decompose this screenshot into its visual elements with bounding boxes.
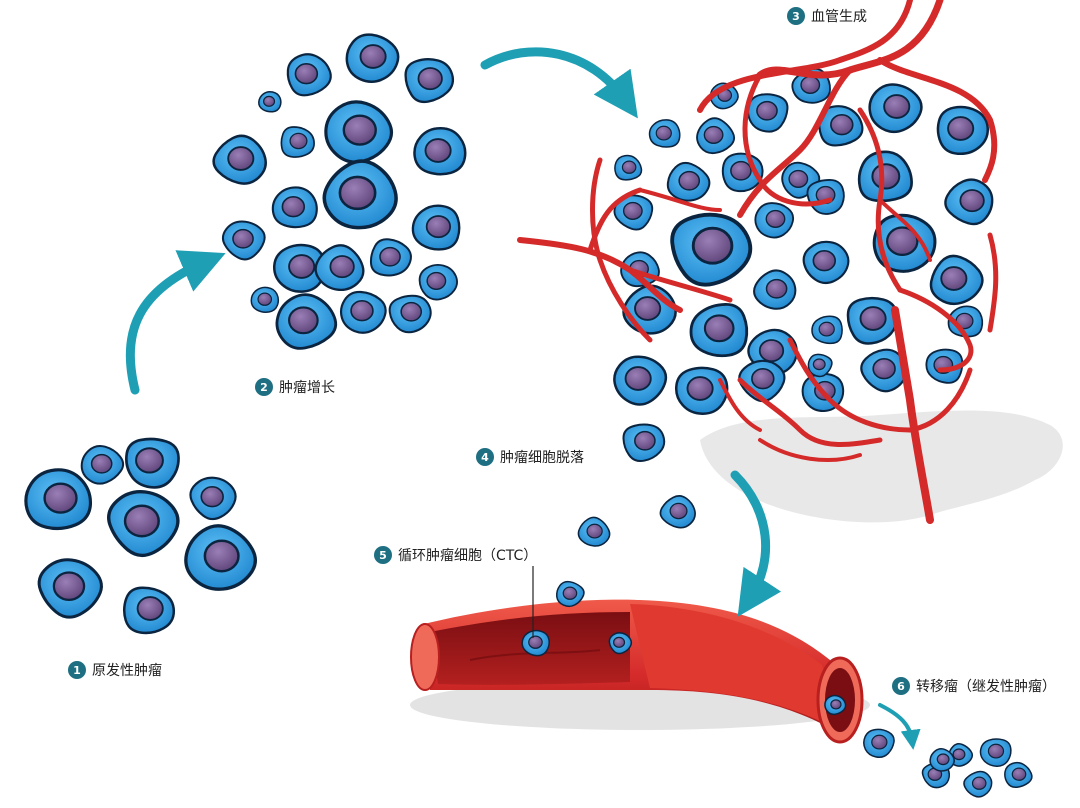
step-5-label: 5 循环肿瘤细胞（CTC） <box>374 545 537 565</box>
step-5-badge: 5 <box>374 546 392 564</box>
tumor-cell <box>404 58 455 104</box>
tumor-cell <box>369 238 412 277</box>
tumor-cell <box>860 348 907 393</box>
tumor-cell <box>824 694 847 716</box>
step-3-label: 3 血管生成 <box>787 6 867 26</box>
process-arrows <box>125 47 921 750</box>
step-1-badge: 1 <box>68 661 86 679</box>
tumor-cell <box>947 305 984 338</box>
tumor-cell <box>189 476 237 521</box>
tumor-cell <box>37 558 103 619</box>
tumor-cell <box>979 738 1012 767</box>
tumor-cell <box>411 204 461 251</box>
step-2-badge: 2 <box>255 378 273 396</box>
tumor-cell <box>863 728 895 759</box>
tumor-cell <box>608 632 633 655</box>
shed-and-circulating-cells <box>521 423 1033 798</box>
tumor-cell <box>418 263 458 301</box>
tumor-cell <box>80 444 125 485</box>
tumor-cell <box>122 586 176 635</box>
tumor-cell <box>944 178 994 226</box>
tumor-cell <box>807 353 833 378</box>
tumor-cell <box>614 154 643 181</box>
tumor-cell <box>754 202 795 239</box>
tumor-cell <box>622 284 677 335</box>
step-4-badge: 4 <box>476 448 494 466</box>
step-1-label: 1 原发性肿瘤 <box>68 660 162 680</box>
tumor-cell <box>339 290 387 334</box>
tumor-cell <box>258 90 282 113</box>
tumor-cell <box>622 423 666 463</box>
tumor-cell <box>857 150 913 203</box>
tumor-cell <box>868 83 923 134</box>
tumor-cell <box>250 286 280 313</box>
tumor-cell <box>846 296 899 345</box>
step-2-text: 肿瘤增长 <box>279 380 335 396</box>
tumor-cell <box>670 212 753 287</box>
tumor-cell <box>1004 761 1033 789</box>
tumor-cell <box>659 495 696 529</box>
tumor-cell <box>322 159 398 230</box>
tumor-cell <box>648 119 681 148</box>
tumor-cell <box>696 117 736 155</box>
tumor-cell <box>286 53 332 97</box>
tumor-cell <box>221 220 266 261</box>
tumor-cell <box>212 134 267 185</box>
step-6-label: 6 转移瘤（继发性肿瘤） <box>892 676 1056 696</box>
step-6-badge: 6 <box>892 677 910 695</box>
tumor-cell <box>738 359 786 403</box>
tumor-cell <box>666 161 711 202</box>
tumor-cell <box>613 194 654 231</box>
tumor-cell <box>324 100 394 164</box>
tumor-cell <box>929 254 984 306</box>
step-4-label: 4 肿瘤细胞脱落 <box>476 447 584 467</box>
tumor-blood-vessels <box>517 0 999 524</box>
tumor-cell <box>388 294 432 334</box>
tumor-cell <box>577 516 611 547</box>
tumor-cell <box>271 186 318 229</box>
tumor-cell <box>753 269 797 310</box>
tumor-cell <box>275 293 338 350</box>
tumor-cell <box>184 524 257 591</box>
tumor-cell <box>689 302 749 358</box>
tumor-cell <box>555 580 585 608</box>
step-4-text: 肿瘤细胞脱落 <box>500 450 584 466</box>
tumor-cell <box>521 629 550 657</box>
tumor-cell <box>674 366 729 415</box>
tumor-cell <box>314 244 365 292</box>
tumor-cell <box>613 355 668 406</box>
tumor-cell <box>802 240 850 285</box>
tumor-cell <box>963 770 993 798</box>
step-3-text: 血管生成 <box>811 9 867 25</box>
tumor-cell <box>413 127 467 176</box>
tumor-cell <box>806 179 845 215</box>
tumor-cell <box>936 105 989 156</box>
growing-tumor-cells <box>212 33 467 350</box>
tumor-cell <box>107 490 180 558</box>
tissue-shadow <box>700 410 1063 523</box>
step-3-badge: 3 <box>787 7 805 25</box>
tumor-cell <box>929 748 955 772</box>
step-1-text: 原发性肿瘤 <box>92 663 162 679</box>
tumor-cell <box>811 315 843 345</box>
tumor-cell <box>746 93 789 133</box>
step-6-text: 转移瘤（继发性肿瘤） <box>916 679 1056 695</box>
primary-tumor-cells <box>24 437 257 635</box>
step-2-label: 2 肿瘤增长 <box>255 377 335 397</box>
tumor-cell <box>125 437 180 489</box>
tumor-cell <box>345 33 400 84</box>
step-5-text: 循环肿瘤细胞（CTC） <box>398 548 538 564</box>
tumor-cell <box>24 468 92 531</box>
tumor-cell <box>280 126 315 158</box>
